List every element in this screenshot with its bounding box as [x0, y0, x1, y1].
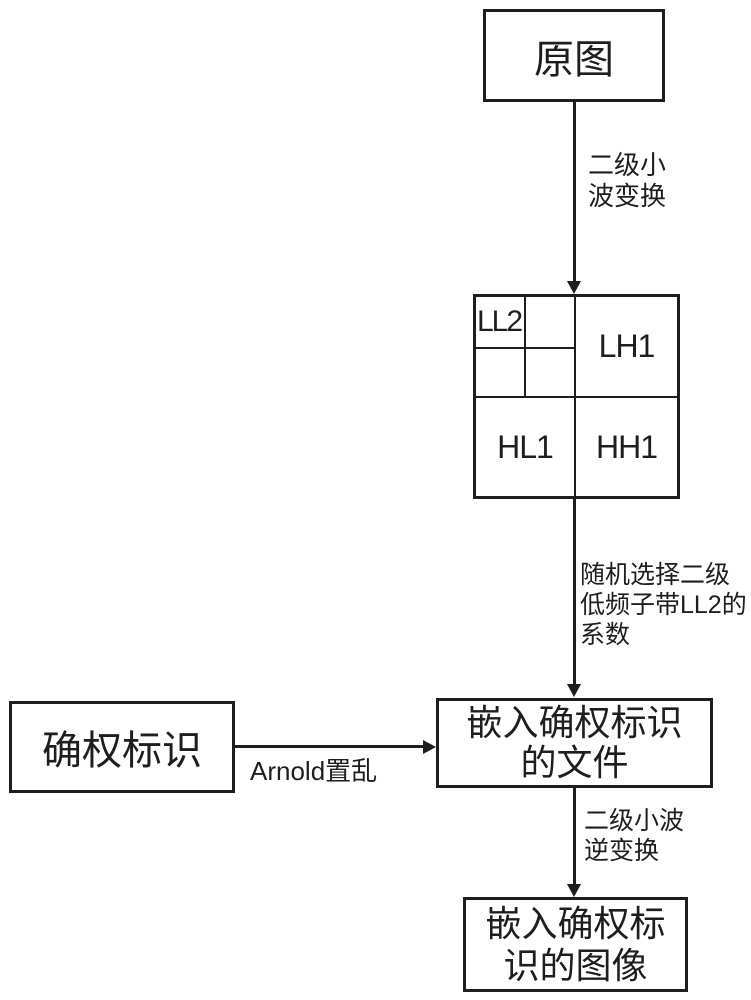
node-rights-mark: 确权标识	[9, 701, 235, 793]
node-embedded-image-label: 嵌入确权标 识的图像	[485, 902, 666, 986]
arrowhead-down-icon	[567, 884, 581, 897]
subband-ll2-label: LL2	[477, 305, 523, 338]
subband-lh1-label: LH1	[598, 328, 656, 364]
arrow-line-original-to-grid	[573, 102, 576, 282]
node-original-image-label: 原图	[534, 37, 614, 82]
arrow-line-file-to-image	[573, 788, 576, 885]
edge-label-inverse-wavelet: 二级小波 逆变换	[584, 807, 685, 865]
node-embedded-image: 嵌入确权标 识的图像	[463, 897, 688, 992]
arrowhead-down-icon	[567, 281, 581, 294]
grid-subdivider-horizontal	[476, 347, 576, 349]
edge-label-select-coefficients: 随机选择二级 低频子带LL2的 系数	[580, 561, 747, 649]
edge-label-arnold-scramble: Arnold置乱	[250, 756, 378, 786]
subband-hh1-label: HH1	[595, 428, 658, 465]
edge-label-wavelet-transform: 二级小 波变换	[588, 150, 667, 211]
node-original-image: 原图	[483, 9, 665, 102]
node-subband-grid: LL2 LH1 HL1 HH1	[473, 294, 680, 499]
node-rights-mark-label: 确权标识	[42, 729, 202, 773]
grid-divider-horizontal-center	[476, 396, 677, 398]
node-embedded-file-label: 嵌入确权标识 的文件	[466, 702, 683, 783]
arrow-line-mark-to-file	[235, 745, 425, 748]
arrowhead-down-icon	[567, 684, 581, 697]
arrowhead-right-icon	[423, 740, 436, 754]
arrow-line-grid-to-file	[573, 499, 576, 685]
subband-hl1-label: HL1	[497, 428, 554, 465]
node-embedded-file: 嵌入确权标识 的文件	[436, 698, 713, 788]
